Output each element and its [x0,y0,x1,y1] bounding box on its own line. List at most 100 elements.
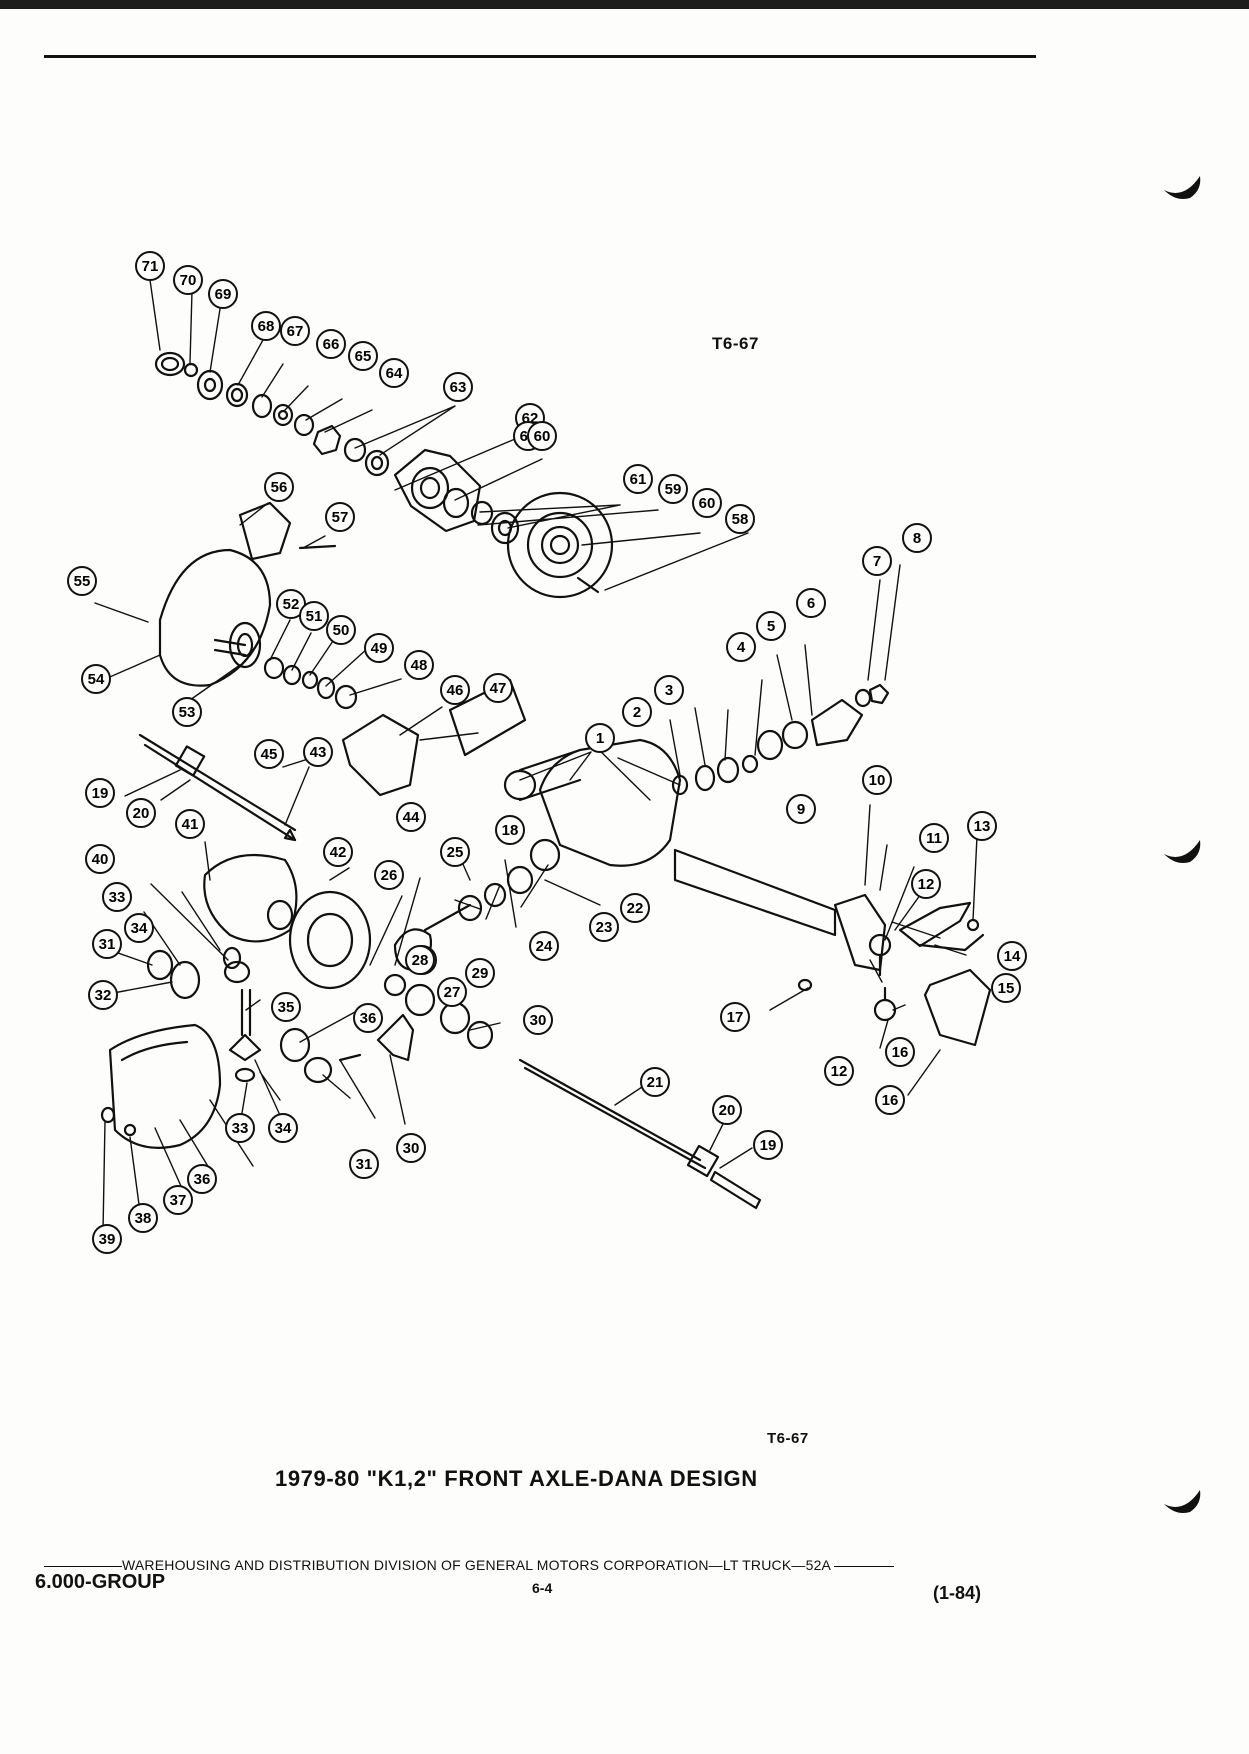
callout-circle [126,798,156,828]
callout-circle [919,823,949,853]
callout-circle [364,633,394,663]
callout-number-31: 31 [99,936,116,953]
callout-number-66: 66 [323,336,340,353]
callout-circle [440,675,470,705]
callout-number-21: 21 [647,1074,664,1091]
callout-circle [529,931,559,961]
page-number: 6-4 [532,1580,553,1596]
callout-number-46: 46 [447,682,464,699]
callout-number-38: 38 [135,1210,152,1227]
callout-number-42: 42 [330,844,347,861]
callout-circle [264,472,294,502]
footer-publisher-line: WAREHOUSING AND DISTRIBUTION DIVISION OF… [44,1557,996,1573]
callout-circle [102,882,132,912]
callout-number-19: 19 [760,1137,777,1154]
callout-circle [862,765,892,795]
callout-number-61: 61 [630,471,647,488]
figure-id-bottom: T6-67 [767,1430,809,1447]
figure-caption: 1979-80 "K1,2" FRONT AXLE-DANA DESIGN [275,1466,758,1491]
callout-circle [756,611,786,641]
callout-number-30: 30 [403,1140,420,1157]
callout-circle [379,358,409,388]
footer-publisher: WAREHOUSING AND DISTRIBUTION DIVISION OF… [122,1557,831,1573]
callout-circle [349,1149,379,1179]
callout-circle [483,673,513,703]
callout-number-7: 7 [873,553,881,570]
callout-number-70: 70 [180,272,197,289]
callout-number-34: 34 [131,920,148,937]
callout-number-71: 71 [142,258,159,275]
callout-number-20: 20 [133,805,150,822]
callout-number-45: 45 [261,746,278,763]
callout-number-65: 65 [355,348,372,365]
callout-number-3: 3 [665,682,673,699]
callout-number-6: 6 [807,595,815,612]
callout-number-57: 57 [332,509,349,526]
callout-circle [786,794,816,824]
callout-circle [163,1185,193,1215]
footer-dash-left [44,1565,122,1567]
callout-circle [527,421,557,451]
callout-circle [712,1095,742,1125]
callout-circle [523,1005,553,1035]
callout-circle [753,1130,783,1160]
callout-number-40: 40 [92,851,109,868]
callout-circle [622,697,652,727]
callout-circle [725,504,755,534]
callout-circle [824,1056,854,1086]
callout-circle [862,546,892,576]
callout-badges: 7170696867666564636261606159605856575554… [67,251,1027,1254]
differential-carrier [203,853,494,1050]
callout-circle [720,1002,750,1032]
callout-circle [208,279,238,309]
footer-group: 6.000-GROUP [35,1571,166,1593]
callout-circle [280,316,310,346]
callout-circle [254,739,284,769]
callout-circle [589,912,619,942]
callout-circle [251,311,281,341]
callout-number-22: 22 [627,900,644,917]
callout-number-48: 48 [411,657,428,674]
callout-circle [187,1164,217,1194]
callout-circle [316,329,346,359]
header-rule [44,55,1036,58]
callout-circle [404,650,434,680]
callout-number-50: 50 [333,622,350,639]
callout-number-34: 34 [275,1120,292,1137]
callout-circle [440,837,470,867]
callout-number-5: 5 [767,618,775,635]
callout-number-53: 53 [179,704,196,721]
callout-circle [299,601,329,631]
steering-arm-knuckle [797,901,992,1047]
callout-number-44: 44 [403,809,420,826]
axle-housing [448,678,887,972]
hub-and-rotor [393,448,614,599]
callout-number-12: 12 [831,1063,848,1080]
parts-artwork [94,279,992,1233]
callout-number-36: 36 [360,1010,377,1027]
callout-circle [326,615,356,645]
callout-circle [92,929,122,959]
callout-number-18: 18 [502,822,519,839]
scan-top-band [0,0,1249,9]
callout-number-58: 58 [732,511,749,528]
callout-circle [85,778,115,808]
callout-circle [81,664,111,694]
differential-cover [100,1023,222,1149]
leader-lines [94,279,978,1233]
callout-circle [405,945,435,975]
callout-circle [623,464,653,494]
callout-circle [173,265,203,295]
callout-number-36: 36 [194,1171,211,1188]
callout-number-49: 49 [371,640,388,657]
callout-circle [885,1037,915,1067]
callout-number-64: 64 [386,365,403,382]
callout-number-37: 37 [170,1192,187,1209]
callout-circle [991,973,1021,1003]
callout-number-20: 20 [719,1102,736,1119]
callout-circle [465,958,495,988]
callout-number-33: 33 [232,1120,249,1137]
callout-circle [875,1085,905,1115]
callout-number-23: 23 [596,919,613,936]
callout-number-59: 59 [665,481,682,498]
